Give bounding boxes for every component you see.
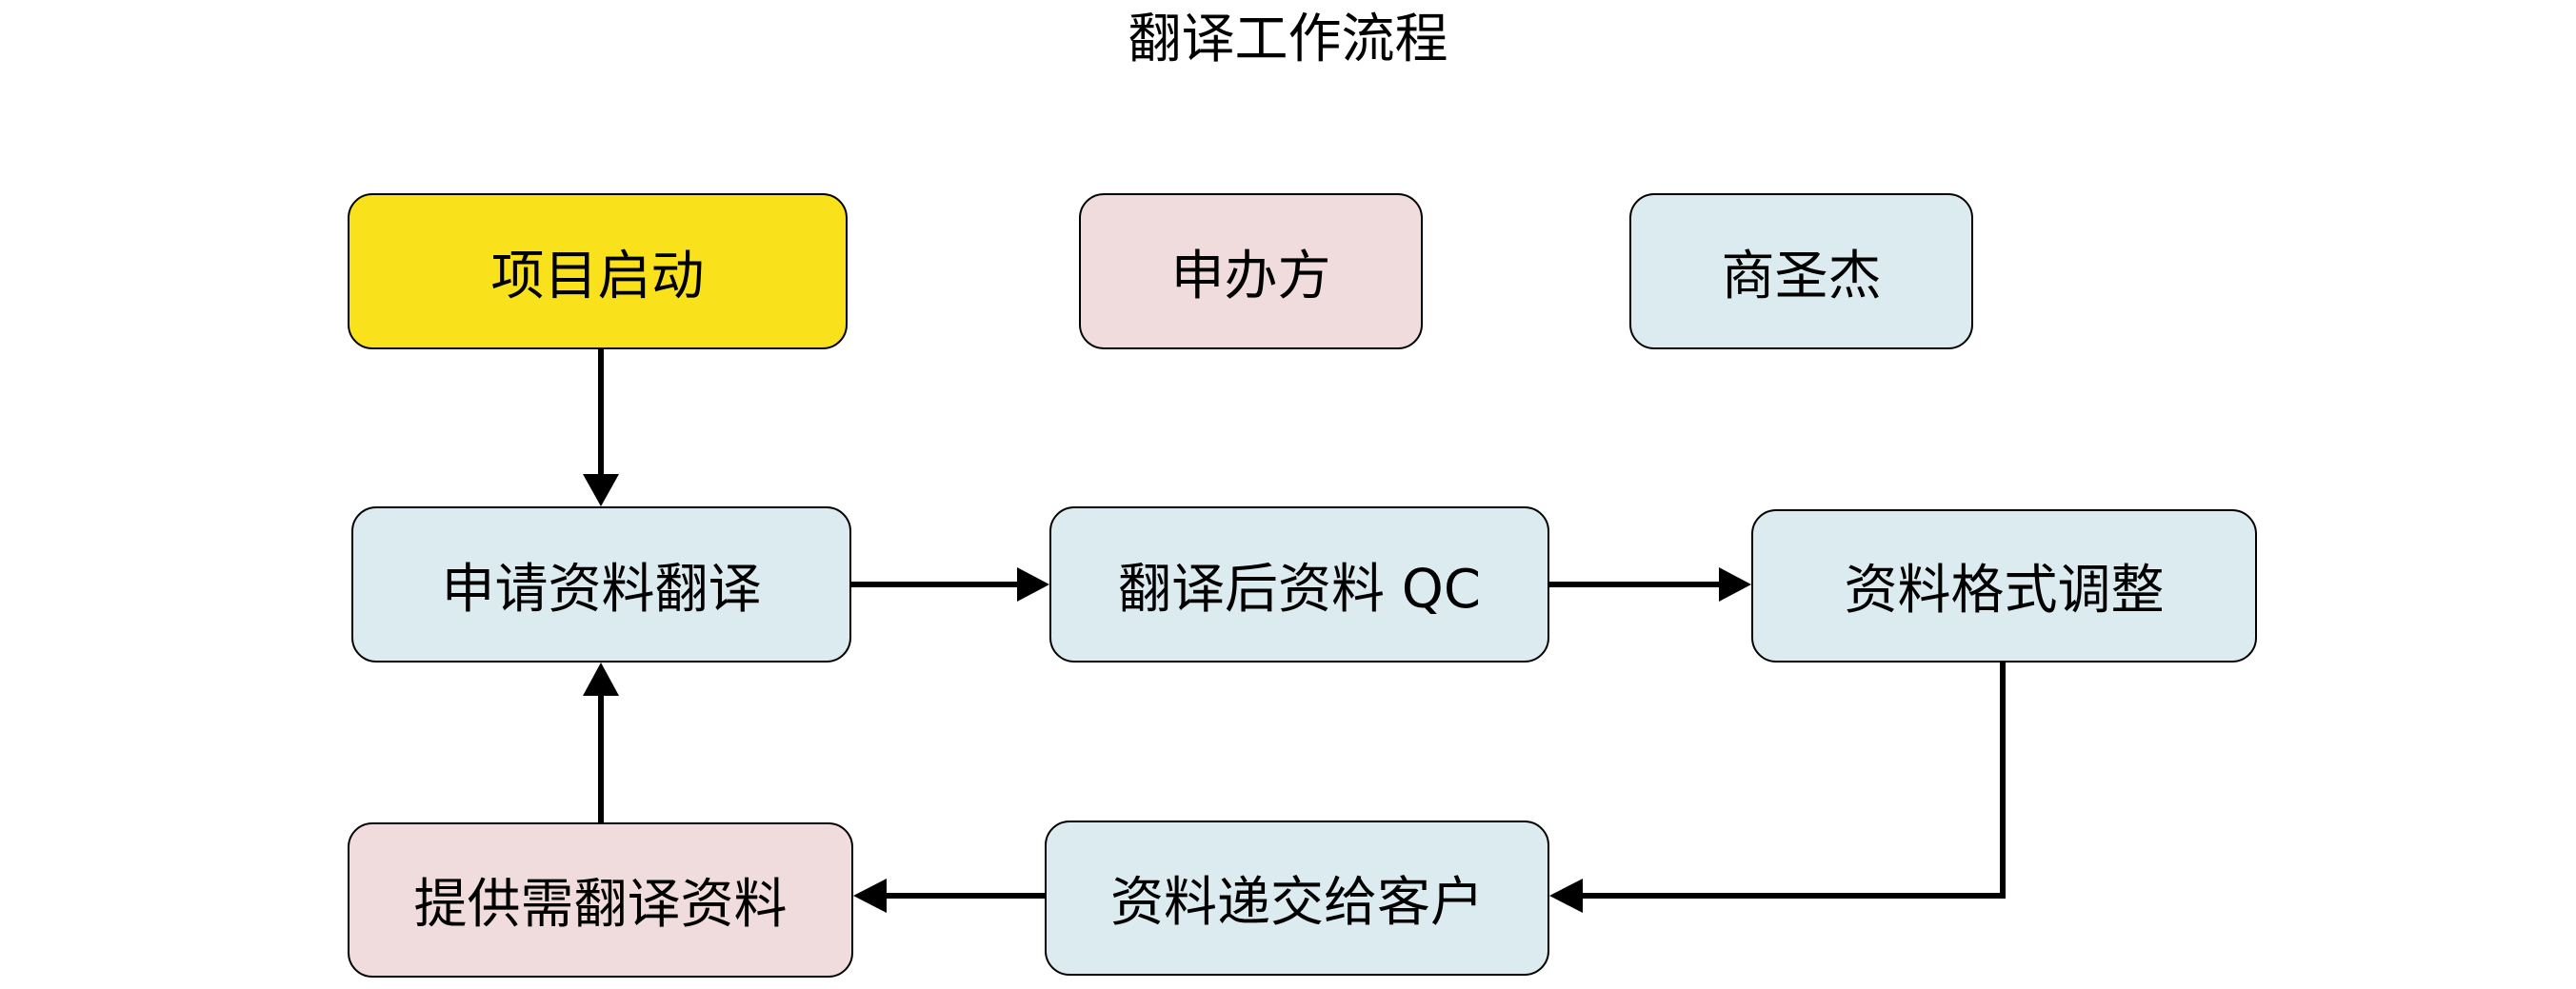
legend-client-box: 申办方	[1079, 193, 1423, 349]
node-request-label: 申请资料翻译	[441, 558, 762, 621]
node-deliver-label: 资料递交给客户	[1110, 872, 1484, 934]
legend-vendor-label: 商圣杰	[1721, 245, 1882, 307]
node-qc-label: 翻译后资料 QC	[1118, 558, 1481, 621]
node-request: 申请资料翻译	[351, 506, 851, 663]
node-deliver: 资料递交给客户	[1045, 821, 1549, 976]
node-qc: 翻译后资料 QC	[1049, 506, 1549, 663]
node-start: 项目启动	[348, 193, 848, 349]
arrow-start-to-request	[583, 349, 619, 506]
node-format-label: 资料格式调整	[1844, 560, 2165, 622]
arrow-provide-to-request	[583, 663, 619, 822]
arrow-deliver-to-provide	[853, 879, 1045, 913]
arrow-request-to-qc	[851, 567, 1049, 602]
arrow-format-to-deliver	[1549, 663, 2006, 913]
node-provide-label: 提供需翻译资料	[413, 874, 788, 936]
legend-vendor-box: 商圣杰	[1629, 193, 1973, 349]
node-start-label: 项目启动	[490, 245, 705, 307]
node-format: 资料格式调整	[1751, 509, 2257, 663]
legend-client-label: 申办方	[1170, 245, 1331, 307]
node-provide: 提供需翻译资料	[348, 822, 853, 978]
diagram-title: 翻译工作流程	[1128, 9, 1448, 70]
arrow-qc-to-format	[1549, 567, 1751, 602]
